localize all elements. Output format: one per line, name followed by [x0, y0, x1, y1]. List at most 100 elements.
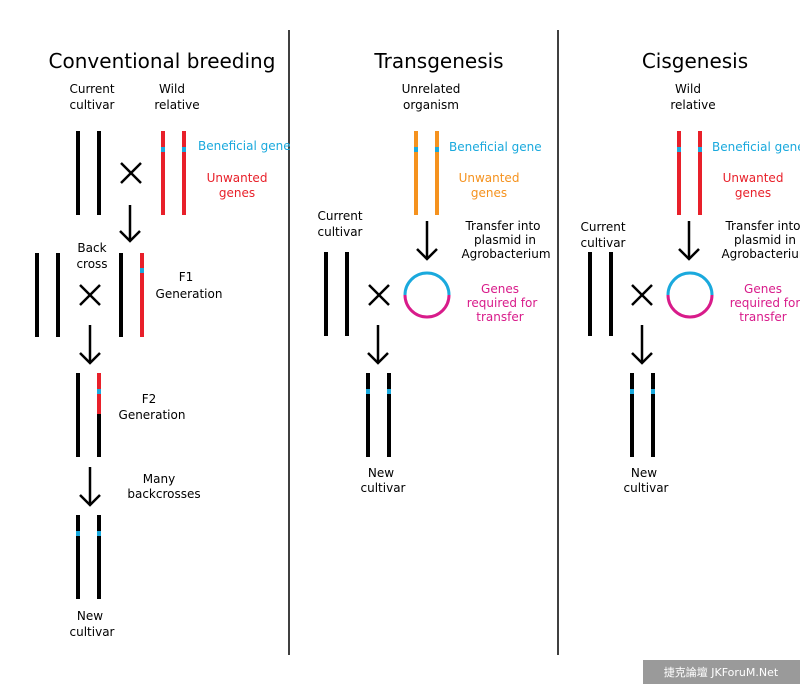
genes-required-label-1: Genes	[481, 282, 519, 296]
new-cultivar-label-1: New	[368, 466, 394, 480]
beneficial-gene-mark	[651, 389, 655, 394]
chromosome	[97, 373, 101, 457]
plasmid-icon	[403, 271, 451, 319]
unrelated-organism-label-2: organism	[403, 98, 459, 112]
chromosome-wild	[698, 131, 702, 215]
cross-icon	[79, 284, 101, 306]
chromosome	[76, 131, 80, 215]
new-cultivar-label-2: cultivar	[361, 481, 406, 495]
beneficial-gene-mark	[76, 531, 80, 536]
chromosome	[366, 373, 370, 457]
chromosome-donor	[414, 131, 418, 215]
new-cultivar-label-2: cultivar	[70, 625, 115, 639]
cisgenesis-title: Cisgenesis	[642, 49, 748, 73]
chromosome	[345, 252, 349, 336]
chromosome	[56, 253, 60, 337]
unwanted-genes-label-1: Unwanted	[207, 171, 268, 185]
transfer-label-1: Transfer into	[724, 219, 800, 233]
wild-relative-label-2: relative	[670, 98, 715, 112]
chromosome	[609, 252, 613, 336]
transfer-label-1: Transfer into	[464, 219, 540, 233]
arrow-down-icon	[119, 205, 141, 243]
many-backcrosses-label-2: backcrosses	[127, 487, 200, 501]
current-cultivar-label-2: cultivar	[70, 98, 115, 112]
current-cultivar-label-1: Current	[317, 209, 362, 223]
current-cultivar-label-1: Current	[580, 220, 625, 234]
transgenesis-title: Transgenesis	[373, 49, 503, 73]
unwanted-genes-label-2: genes	[735, 186, 771, 200]
watermark: 捷克論壇 JKForuM.Net	[643, 660, 800, 684]
chromosome	[97, 131, 101, 215]
arrow-down-icon	[79, 467, 101, 507]
transfer-label-2: plasmid in	[734, 233, 796, 247]
current-cultivar-label-2: cultivar	[581, 236, 626, 250]
cross-icon	[631, 284, 653, 306]
many-backcrosses-label-1: Many	[143, 472, 175, 486]
beneficial-gene-mark	[182, 147, 186, 152]
arrow-down-icon	[367, 325, 389, 365]
arrow-down-icon	[416, 221, 438, 261]
chromosome	[630, 373, 634, 457]
unwanted-genes-label-1: Unwanted	[459, 171, 520, 185]
chromosome-wild	[182, 131, 186, 215]
new-cultivar-label-1: New	[77, 609, 103, 623]
beneficial-gene-mark	[97, 389, 101, 394]
back-cross-label-1: Back	[77, 241, 106, 255]
beneficial-gene-mark	[414, 147, 418, 152]
plasmid-icon	[666, 271, 714, 319]
cisgenesis-panel: Cisgenesis Wild relative Beneficial gene…	[580, 49, 800, 495]
unwanted-genes-label-2: genes	[219, 186, 255, 200]
transgenesis-panel: Transgenesis Unrelated organism Benefici…	[317, 49, 550, 495]
chromosome	[588, 252, 592, 336]
genes-required-label-2: required for	[467, 296, 538, 310]
wild-relative-label-1: Wild	[675, 82, 701, 96]
back-cross-label-2: cross	[76, 257, 107, 271]
unwanted-genes-label-2: genes	[471, 186, 507, 200]
beneficial-gene-mark	[161, 147, 165, 152]
wild-relative-label-1: Wild	[159, 82, 185, 96]
arrow-down-icon	[79, 325, 101, 365]
chromosome	[324, 252, 328, 336]
beneficial-gene-mark	[387, 389, 391, 394]
beneficial-gene-label: Beneficial gene	[449, 140, 542, 154]
beneficial-gene-label: Beneficial gene	[712, 140, 800, 154]
f2-label-2: Generation	[119, 408, 186, 422]
chromosome	[35, 253, 39, 337]
beneficial-gene-mark	[698, 147, 702, 152]
unrelated-organism-label-1: Unrelated	[402, 82, 461, 96]
unwanted-genes-label-1: Unwanted	[723, 171, 784, 185]
conventional-title: Conventional breeding	[49, 49, 276, 73]
cross-icon	[368, 284, 390, 306]
chromosome-donor	[435, 131, 439, 215]
genes-required-label-2: required for	[730, 296, 800, 310]
conventional-panel: Conventional breeding Current cultivar W…	[35, 49, 291, 639]
transfer-label-2: plasmid in	[474, 233, 536, 247]
genes-required-label-3: transfer	[476, 310, 523, 324]
beneficial-gene-mark	[140, 268, 144, 273]
cross-icon	[120, 162, 142, 184]
current-cultivar-label-2: cultivar	[318, 225, 363, 239]
new-cultivar-label-1: New	[631, 466, 657, 480]
arrow-down-icon	[678, 221, 700, 261]
chromosome	[97, 515, 101, 599]
f1-label-2: Generation	[156, 287, 223, 301]
watermark-text: 捷克論壇 JKForuM.Net	[664, 665, 779, 679]
beneficial-gene-label: Beneficial gene	[198, 139, 291, 153]
chromosome	[119, 253, 123, 337]
chromosome-wild	[677, 131, 681, 215]
chromosome	[76, 373, 80, 457]
genes-required-label-3: transfer	[739, 310, 786, 324]
transfer-label-3: Agrobacterium	[721, 247, 800, 261]
beneficial-gene-mark	[630, 389, 634, 394]
f2-label-1: F2	[142, 392, 157, 406]
chromosome	[651, 373, 655, 457]
arrow-down-icon	[631, 325, 653, 365]
beneficial-gene-mark	[677, 147, 681, 152]
genes-required-label-1: Genes	[744, 282, 782, 296]
beneficial-gene-mark	[435, 147, 439, 152]
transfer-label-3: Agrobacterium	[461, 247, 550, 261]
beneficial-gene-mark	[366, 389, 370, 394]
chromosome	[387, 373, 391, 457]
f1-label-1: F1	[179, 270, 194, 284]
